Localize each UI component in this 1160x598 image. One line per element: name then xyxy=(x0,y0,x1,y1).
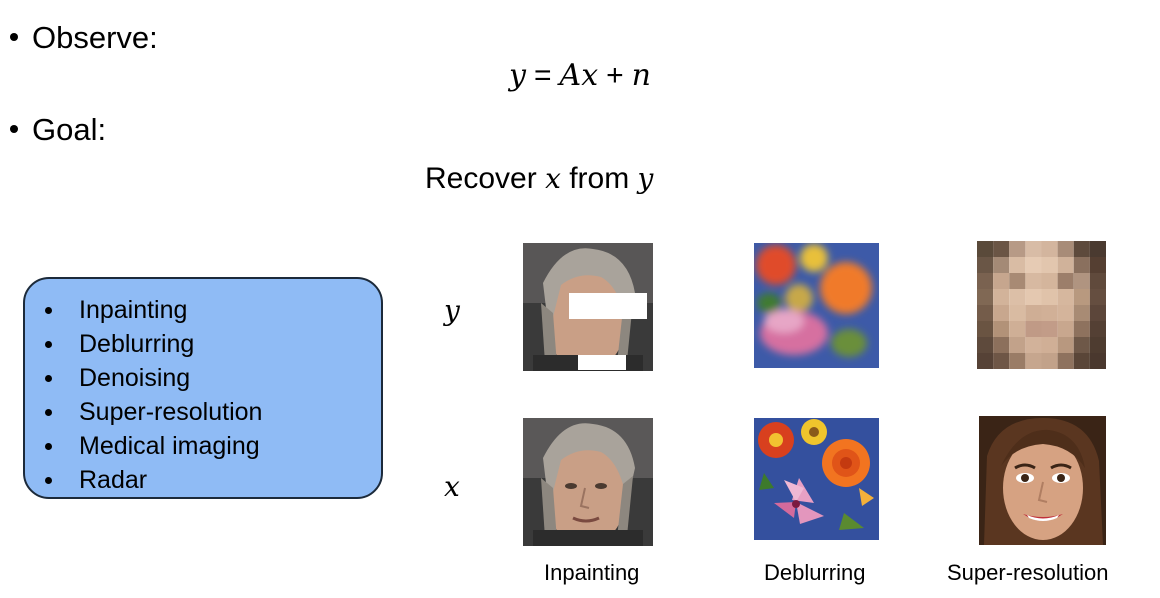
task-item: Super-resolution xyxy=(37,395,381,429)
deblurring-clean-image xyxy=(754,418,879,540)
recover-prefix: Recover xyxy=(425,162,537,195)
eq-plus: + xyxy=(606,59,624,92)
eq-equals: = xyxy=(533,59,552,92)
tasks-list: Inpainting Deblurring Denoising Super-re… xyxy=(25,279,381,497)
caption-deblurring: Deblurring xyxy=(764,560,866,585)
inpainting-clean-image xyxy=(523,418,653,546)
row-label-x: x xyxy=(444,470,460,503)
super-resolution-observed-image xyxy=(977,241,1106,369)
row-label-y: y xyxy=(444,294,460,327)
caption-super-resolution: Super-resolution xyxy=(947,560,1109,585)
task-item: Radar xyxy=(37,463,381,497)
forward-model-equation: y=Ax+n xyxy=(0,58,1160,93)
bullet-dot xyxy=(10,124,18,133)
inpainting-observed-image xyxy=(523,243,653,371)
task-item: Medical imaging xyxy=(37,429,381,463)
tasks-box: Inpainting Deblurring Denoising Super-re… xyxy=(23,277,383,499)
goal-bullet: Goal: xyxy=(10,112,106,148)
observe-label: Observe: xyxy=(32,20,158,55)
super-resolution-clean-image xyxy=(979,416,1106,545)
goal-label: Goal: xyxy=(32,112,107,147)
task-item: Inpainting xyxy=(37,293,381,327)
recover-y: y xyxy=(637,162,654,195)
eq-x: x xyxy=(581,58,599,93)
eq-y: y xyxy=(509,58,526,93)
caption-inpainting: Inpainting xyxy=(544,560,640,585)
task-item: Deblurring xyxy=(37,327,381,361)
task-item: Denoising xyxy=(37,361,381,395)
observe-bullet: Observe: xyxy=(10,20,158,56)
recover-x: x xyxy=(545,162,561,195)
recover-statement: Recover x from y xyxy=(425,162,653,196)
eq-n: n xyxy=(631,58,651,93)
recover-middle: from xyxy=(569,162,630,195)
deblurring-observed-image xyxy=(754,243,879,368)
eq-A: A xyxy=(559,58,582,93)
bullet-dot xyxy=(10,32,18,41)
